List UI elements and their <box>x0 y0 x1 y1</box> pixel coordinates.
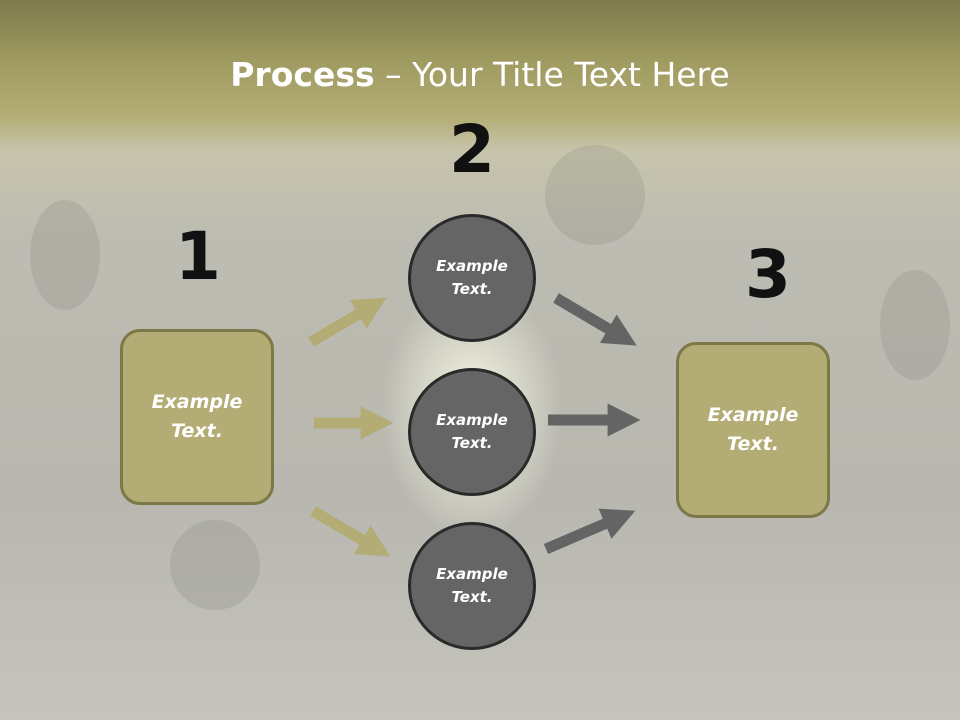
middle-circle-top-text: Example Text. <box>436 257 508 298</box>
middle-circle-center: Example Text. <box>408 368 536 496</box>
background-bulb-decoration <box>880 270 950 380</box>
left-step-text: Example Text. <box>151 391 243 442</box>
left-step-box: Example Text. <box>120 329 274 505</box>
background-bulb-decoration <box>170 520 260 610</box>
background-bulb-decoration <box>30 200 100 310</box>
step-number-2: 2 <box>449 111 495 188</box>
arrow-left-to-top <box>308 297 387 347</box>
right-step-text: Example Text. <box>707 404 799 455</box>
middle-circle-bottom: Example Text. <box>408 522 536 650</box>
arrow-left-to-bottom <box>310 506 391 557</box>
middle-circle-bottom-text: Example Text. <box>436 565 508 606</box>
title-rest: – Your Title Text Here <box>374 55 730 94</box>
middle-circle-center-text: Example Text. <box>436 411 508 452</box>
right-step-box: Example Text. <box>676 342 830 518</box>
arrow-bottom-to-right <box>543 508 636 555</box>
arrow-top-to-right <box>553 293 637 346</box>
title-bold: Process <box>230 55 375 94</box>
step-number-3: 3 <box>745 236 791 313</box>
middle-circle-top: Example Text. <box>408 214 536 342</box>
background-bulb-decoration <box>545 145 645 245</box>
slide-title: Process – Your Title Text Here <box>0 52 960 98</box>
step-number-1: 1 <box>175 218 221 295</box>
